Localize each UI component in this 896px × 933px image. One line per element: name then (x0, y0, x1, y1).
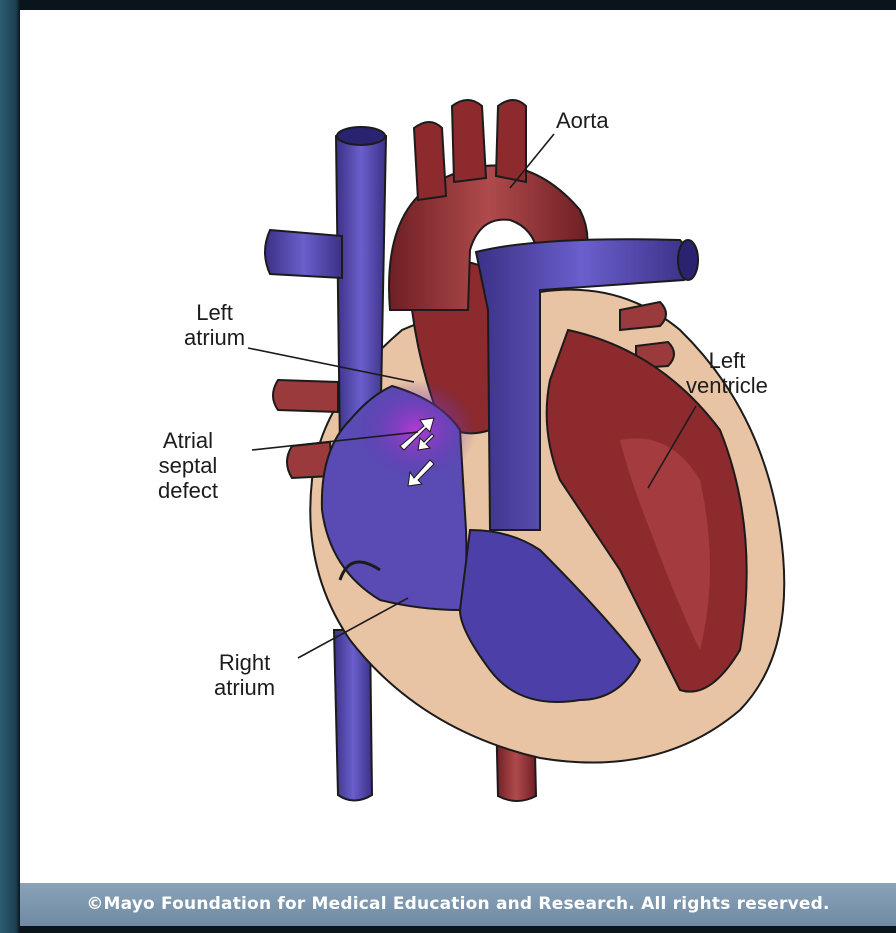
label-aorta: Aorta (556, 108, 609, 133)
copyright-bar: ©Mayo Foundation for Medical Education a… (20, 883, 896, 926)
diagram-panel: Aorta Left atrium Left ventricle Atrial … (20, 10, 896, 926)
aortic-branch-3 (496, 100, 526, 182)
label-right-atrium: Right atrium (214, 650, 275, 700)
label-left-ventricle: Left ventricle (686, 348, 768, 398)
brachiocephalic-vein (265, 230, 342, 278)
pulmonary-vein-left-upper (273, 380, 338, 412)
atrial-septal-defect-glow (356, 380, 476, 480)
heart-illustration (20, 10, 896, 926)
aortic-branch-1 (414, 122, 446, 200)
copyright-notice: ©Mayo Foundation for Medical Education a… (20, 883, 896, 926)
aortic-branch-2 (452, 100, 486, 182)
label-left-atrium: Left atrium (184, 300, 245, 350)
label-atrial-septal-defect: Atrial septal defect (158, 428, 218, 503)
